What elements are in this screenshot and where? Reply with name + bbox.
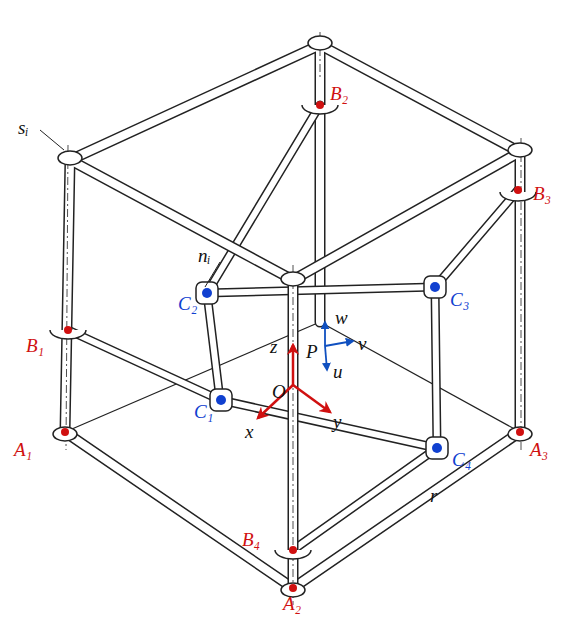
axis-label: x bbox=[245, 422, 253, 441]
axis-label: u bbox=[333, 362, 343, 381]
point-label: P bbox=[306, 342, 318, 361]
base-axes bbox=[258, 345, 330, 418]
axis-label: v bbox=[358, 334, 366, 353]
point-label: O bbox=[272, 382, 286, 401]
point-label: C₄ bbox=[452, 450, 471, 469]
point-label: C₁ bbox=[194, 402, 213, 421]
axis-lines bbox=[66, 32, 521, 605]
joint-caps bbox=[50, 36, 536, 597]
axis-label: w bbox=[335, 308, 348, 327]
point-label: B₃ bbox=[533, 184, 551, 203]
axis-label: z bbox=[270, 337, 277, 356]
axis-label: y bbox=[333, 412, 341, 431]
point-label: A₂ bbox=[283, 594, 301, 613]
point-label: B₂ bbox=[330, 84, 348, 103]
frame-tubes bbox=[65, 45, 520, 588]
dimension-label: r bbox=[430, 486, 437, 505]
blue-points bbox=[202, 282, 442, 453]
point-label: A₃ bbox=[530, 440, 548, 459]
point-label: B₄ bbox=[242, 530, 260, 549]
red-points bbox=[61, 101, 524, 592]
point-label: C₂ bbox=[178, 294, 197, 313]
point-label: C₃ bbox=[450, 290, 469, 309]
point-label: A₁ bbox=[14, 440, 32, 459]
member-symbol: nᵢ bbox=[198, 246, 211, 265]
point-label: B₁ bbox=[26, 336, 44, 355]
member-symbol: sᵢ bbox=[18, 118, 28, 137]
leader-lines bbox=[40, 130, 220, 287]
